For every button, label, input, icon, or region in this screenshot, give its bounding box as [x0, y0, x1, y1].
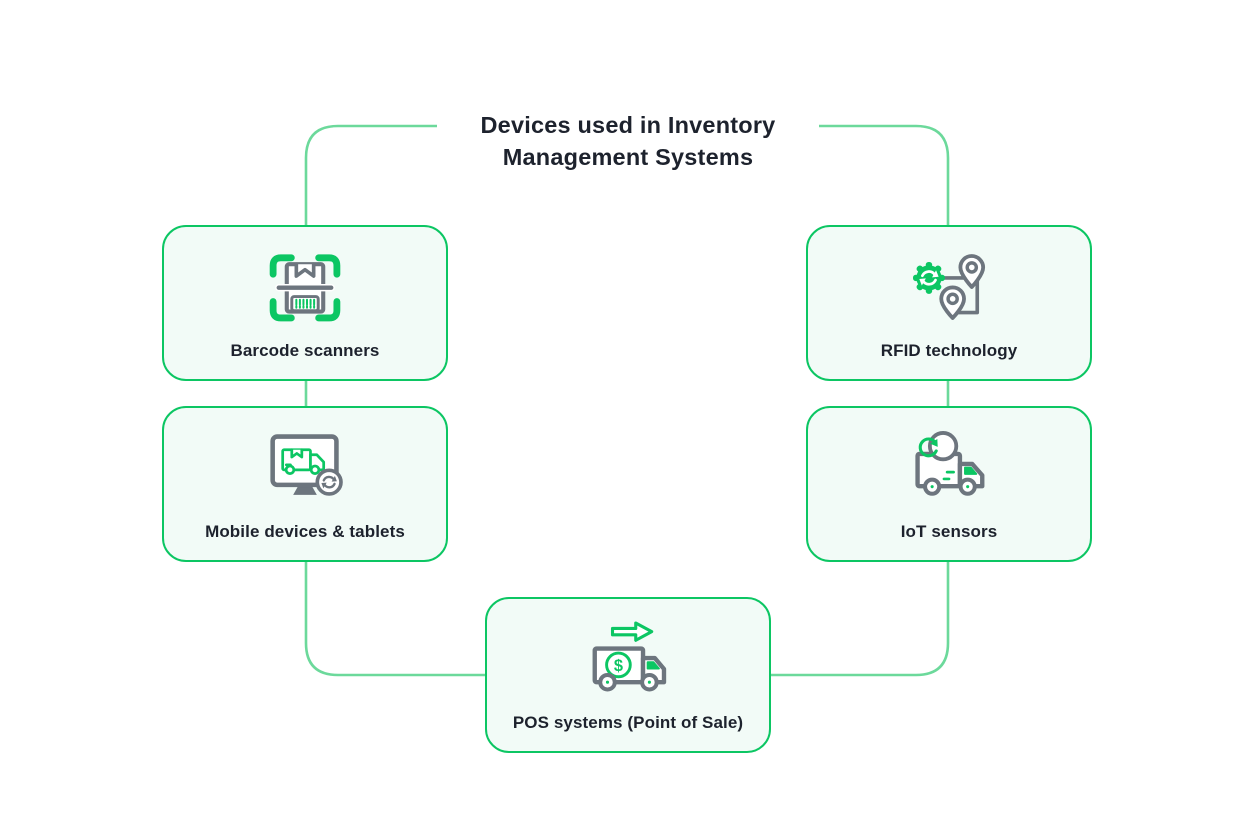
rfid-gear-location-icon	[913, 253, 986, 320]
delivery-truck-dollar-arrow-icon: $	[592, 620, 667, 692]
card-label: Mobile devices & tablets	[205, 521, 405, 541]
connector-line-left	[304, 124, 486, 677]
card-mobile-devices: Mobile devices & tablets	[162, 406, 448, 562]
card-rfid-technology: RFID technology	[806, 225, 1092, 381]
barcode-scanner-icon	[269, 253, 341, 321]
card-pos-systems: $ POS systems (Point of Sale)	[485, 597, 771, 753]
connector-line-right	[770, 124, 950, 677]
card-label: RFID technology	[880, 340, 1018, 360]
delivery-truck-refresh-icon	[915, 430, 985, 496]
monitor-delivery-sync-icon	[270, 433, 343, 496]
svg-text:$: $	[614, 656, 623, 674]
card-label: POS systems (Point of Sale)	[512, 712, 744, 732]
icon-wrap	[261, 427, 349, 509]
icon-wrap	[905, 246, 993, 328]
icon-wrap	[905, 427, 993, 509]
card-label: IoT sensors	[900, 521, 998, 541]
page-title: Devices used in Inventory Management Sys…	[480, 112, 776, 170]
card-barcode-scanners: Barcode scanners	[162, 225, 448, 381]
card-iot-sensors: IoT sensors	[806, 406, 1092, 562]
icon-wrap: $	[584, 618, 672, 700]
icon-wrap	[261, 246, 349, 328]
card-label: Barcode scanners	[230, 340, 380, 360]
